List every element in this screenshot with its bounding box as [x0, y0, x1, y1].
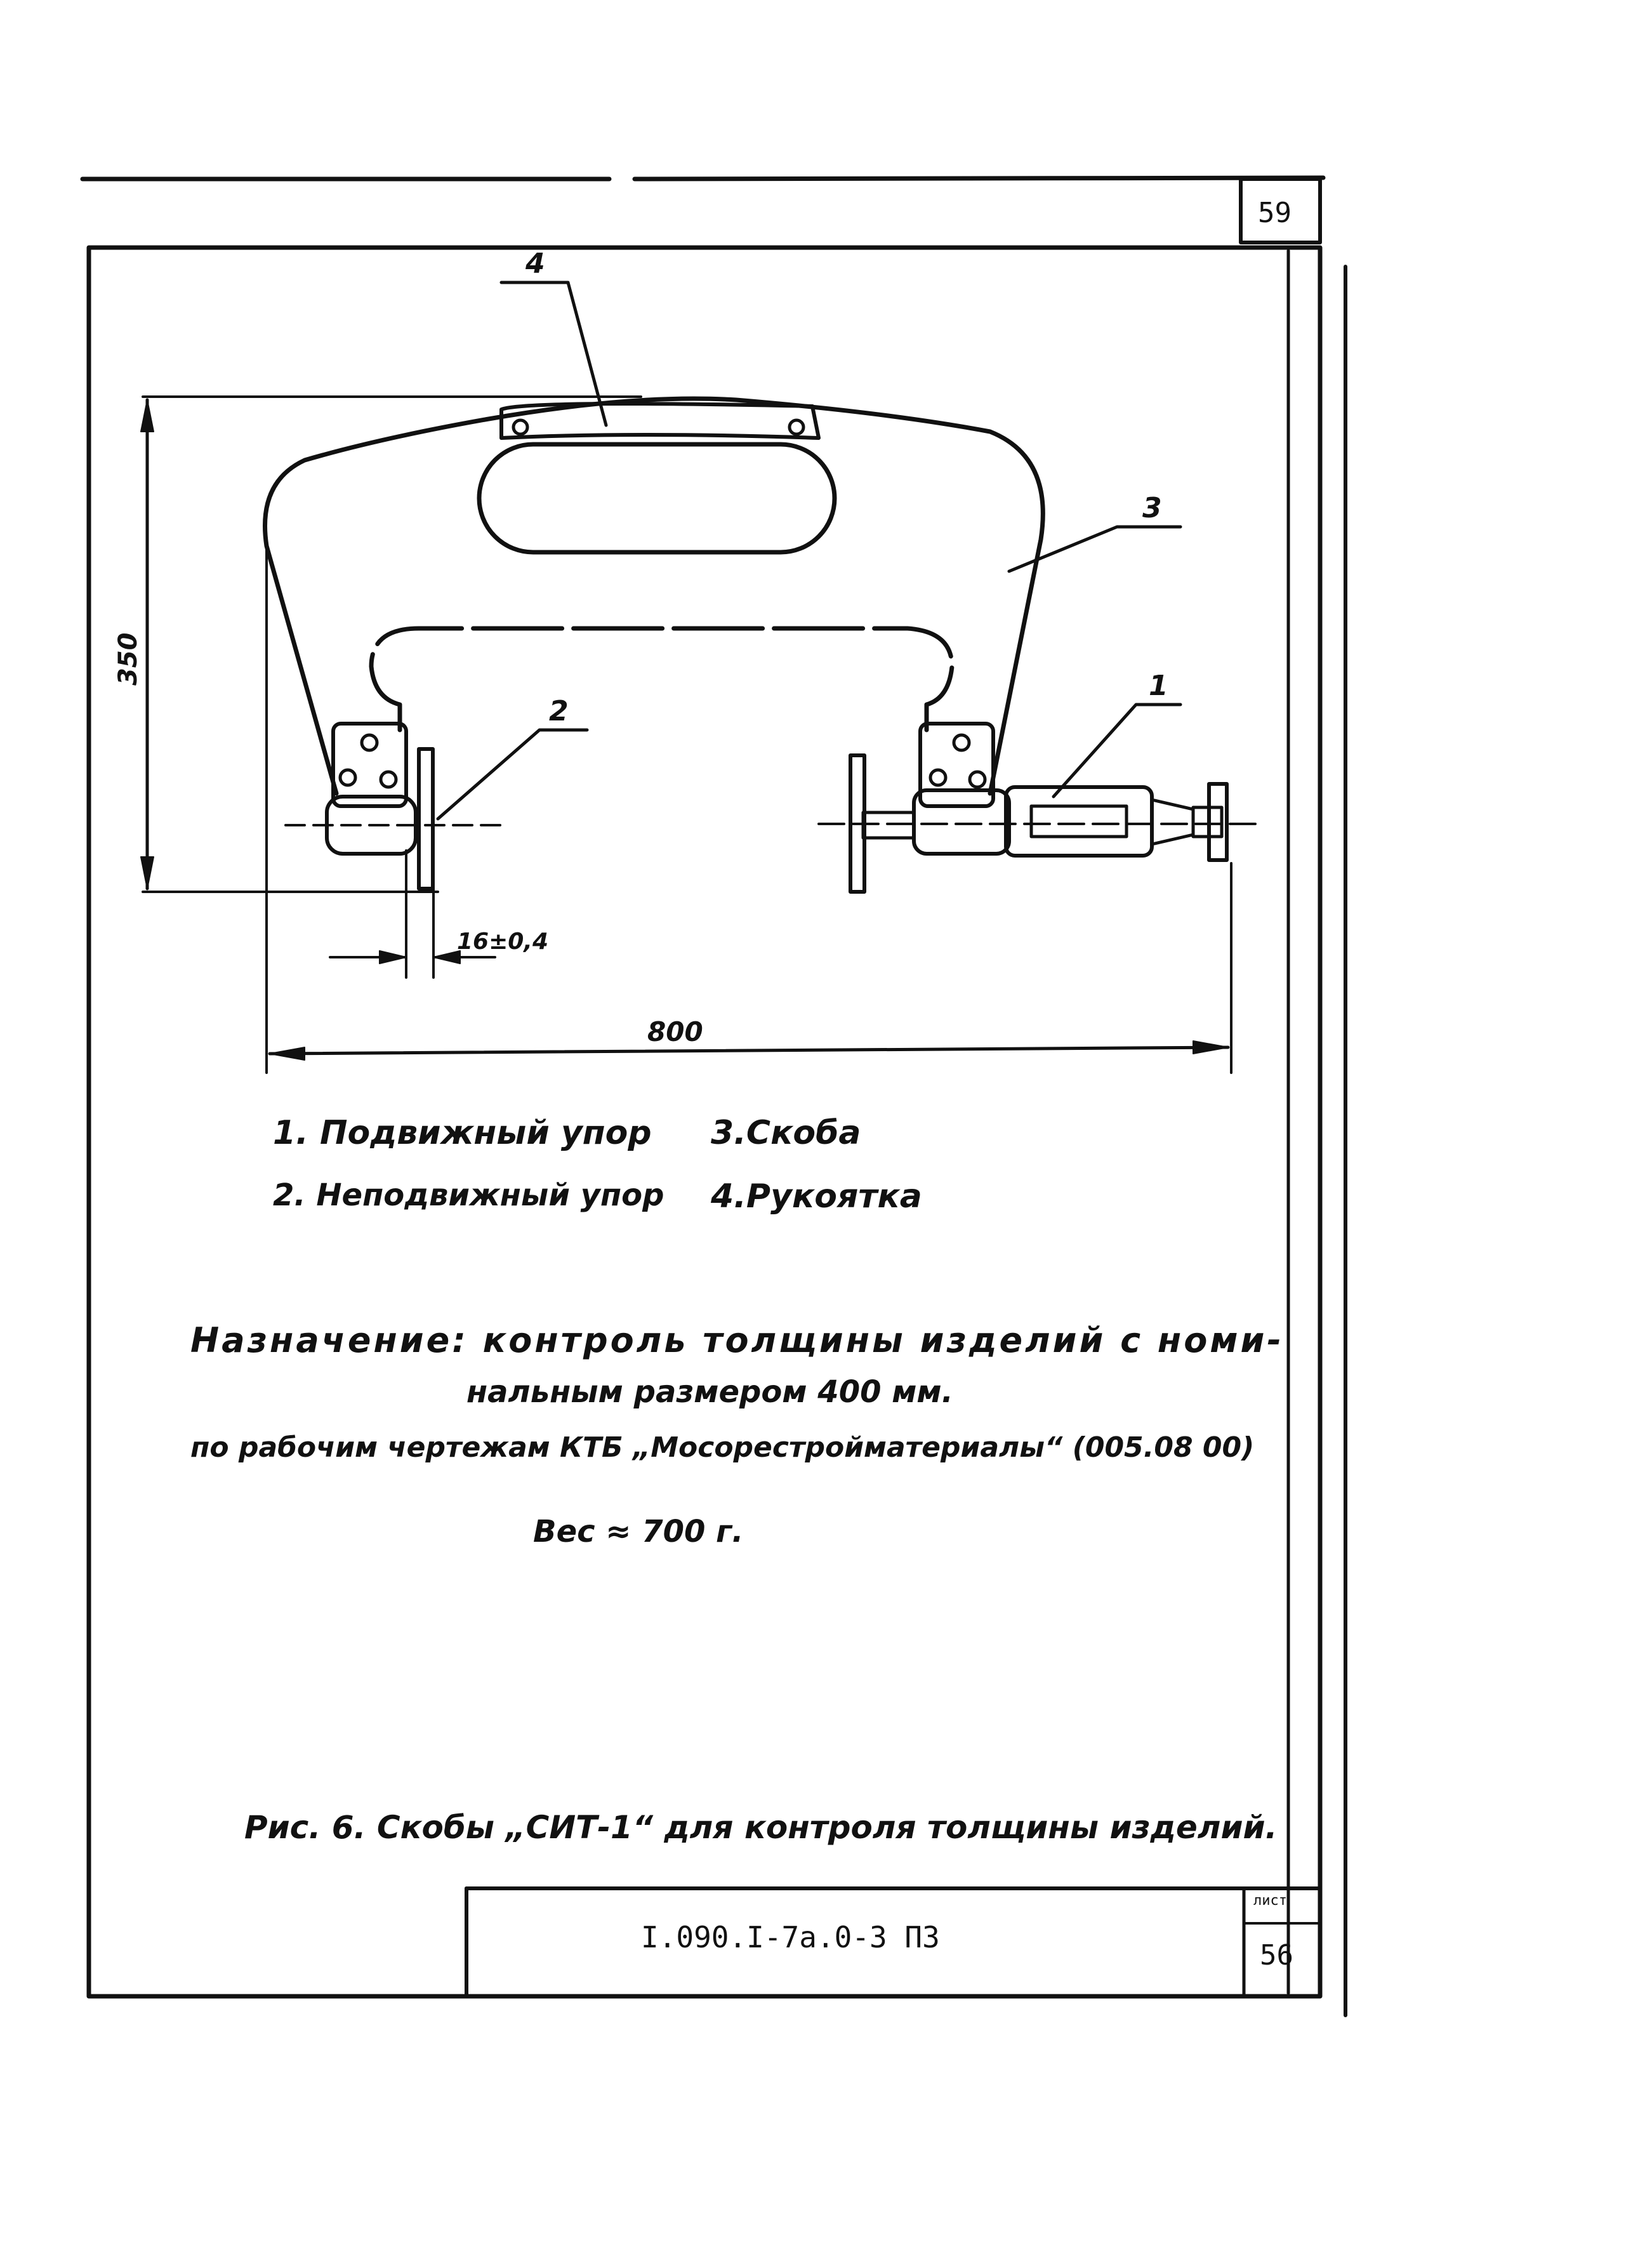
- micrometer-thimble: [1004, 785, 1154, 858]
- purpose-line-2: нальным размером 400 мм.: [466, 1374, 953, 1410]
- dim-800-label: 800: [647, 1016, 703, 1047]
- right-mount-bolt: [952, 733, 971, 752]
- callout-3-leader: [1007, 525, 1182, 573]
- sheet-top-number: 59: [1258, 197, 1292, 229]
- legend-item-4: 4.Рукоятка: [711, 1177, 922, 1216]
- dim-gap-arrow-right: [433, 950, 461, 964]
- legend-item-3: 3.Скоба: [711, 1114, 861, 1152]
- document-designation: I.090.I-7a.0-3 ПЗ: [641, 1920, 940, 1954]
- list-number: 56: [1260, 1939, 1293, 1972]
- left-mount-bolt: [338, 768, 357, 787]
- list-label: лист: [1253, 1893, 1287, 1909]
- right-mount-bolt: [928, 768, 948, 787]
- callout-1-label: 1: [1149, 670, 1168, 702]
- purpose-line-1: Назначение: контроль толщины изделий с н…: [190, 1320, 1284, 1360]
- fixed-stop-anvil: [417, 747, 435, 891]
- dim-gap-label: 16±0,4: [457, 929, 548, 955]
- left-mount-bolt: [379, 770, 398, 789]
- top-rule-line-right: [632, 175, 1326, 182]
- dim-800-arrow-right: [1193, 1040, 1229, 1054]
- left-mount-bolt: [360, 733, 379, 752]
- micrometer-taper: [1150, 798, 1195, 846]
- bracket-outline: [263, 396, 1045, 796]
- micrometer-cap: [1207, 782, 1229, 862]
- dim-350-arrow-top: [140, 399, 154, 432]
- right-mount-bolt: [968, 770, 987, 789]
- handle-plate: [499, 402, 821, 440]
- micrometer-barrel: [912, 788, 1011, 856]
- callout-4-label: 4: [525, 248, 545, 280]
- figure-caption: Рис. 6. Скобы „СИТ-1“ для контроля толщи…: [244, 1809, 1278, 1846]
- left-mount-plate: [331, 722, 408, 808]
- callout-1-leader: [1052, 703, 1182, 799]
- bracket-inner-cutout: [369, 626, 955, 732]
- callout-2-leader: [436, 728, 589, 821]
- callout-4-leader: [499, 281, 608, 427]
- dim-350-arrow-bottom: [140, 856, 154, 889]
- dim-800-line: [268, 1045, 1230, 1056]
- sheet-number-box: [1239, 177, 1322, 244]
- drawings-reference: по рабочим чертежам КТБ „Мосорестроймате…: [190, 1431, 1255, 1464]
- handle-rivet: [788, 418, 805, 436]
- dim-350-label: 350: [114, 633, 143, 686]
- frame-border: [86, 245, 1323, 1999]
- dim-gap-arrow-left: [379, 950, 407, 964]
- legend-item-1: 1. Подвижный упор: [273, 1114, 652, 1152]
- handle-slot: [477, 442, 837, 555]
- callout-2-label: 2: [549, 695, 569, 727]
- micrometer-window: [1029, 804, 1128, 838]
- dim-800-arrow-left: [269, 1047, 305, 1061]
- callout-3-label: 3: [1142, 492, 1162, 524]
- right-mount-plate: [918, 722, 995, 808]
- legend-item-2: 2. Неподвижный упор: [273, 1177, 664, 1213]
- handle-rivet: [512, 418, 529, 436]
- weight-note: Вес ≈ 700 г.: [533, 1514, 744, 1549]
